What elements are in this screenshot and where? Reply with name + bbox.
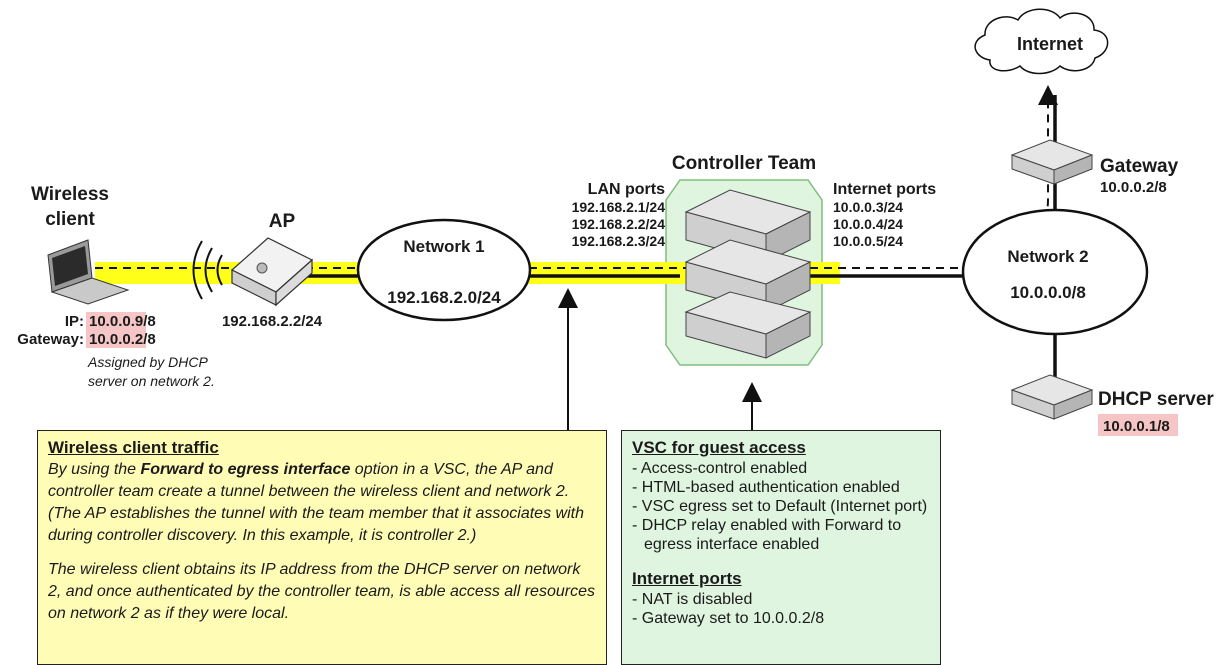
network1-ellipse <box>356 218 532 322</box>
client-gateway-label: Gateway: <box>17 331 84 348</box>
client-gateway-value: 10.0.0.2/8 <box>89 331 156 348</box>
network2-name: Network 2 <box>1007 247 1088 266</box>
internet-port-address: 10.0.0.3/24 <box>833 199 903 215</box>
list-item: - VSC egress set to Default (Internet po… <box>632 498 928 515</box>
internet-label: Internet <box>1017 34 1083 54</box>
internet-ports-title: Internet ports <box>833 181 936 198</box>
client-ip-highlight <box>86 312 146 330</box>
ap-address: 192.168.2.2/24 <box>222 313 323 330</box>
network2-subnet: 10.0.0.0/8 <box>1010 283 1086 302</box>
gateway-router-icon <box>1010 139 1094 185</box>
lan-port-address: 192.168.2.2/24 <box>572 216 666 232</box>
client-gateway-highlight <box>86 330 146 348</box>
lan-ports-title: LAN ports <box>588 181 665 198</box>
client-ip-label: IP: <box>65 313 84 330</box>
lan-port-address: 192.168.2.1/24 <box>572 199 666 215</box>
dhcp-server-title: DHCP server <box>1098 389 1214 410</box>
wireless-client-traffic-box: Wireless client traffic By using the For… <box>37 430 607 665</box>
ap-title: AP <box>269 211 296 232</box>
dhcp-address-highlight <box>1098 414 1178 436</box>
wireless-waves-icon <box>192 240 223 300</box>
traffic-box-paragraph-1: By using the Forward to egress interface… <box>48 459 596 547</box>
internet-port-address: 10.0.0.5/24 <box>833 233 903 249</box>
client-ip-value: 10.0.0.9/8 <box>89 313 156 330</box>
list-item: - DHCP relay enabled with Forward to egr… <box>632 517 902 553</box>
laptop-icon <box>47 239 130 305</box>
list-item: - HTML-based authentication enabled <box>632 479 900 496</box>
traffic-p1-start: By using the <box>48 461 141 478</box>
internet-cloud <box>974 8 1109 75</box>
vsc-guest-access-box: VSC for guest access - Access-control en… <box>621 430 941 665</box>
gateway-address: 10.0.0.2/8 <box>1100 179 1167 196</box>
internet-ports-heading: Internet ports <box>632 569 742 588</box>
traffic-p1-bold: Forward to egress interface <box>140 461 351 478</box>
client-note-2: server on network 2. <box>88 373 215 389</box>
lan-port-address: 192.168.2.3/24 <box>572 233 666 249</box>
traffic-box-heading: Wireless client traffic <box>48 438 219 457</box>
vsc-box-heading: VSC for guest access <box>632 438 806 457</box>
vsc-settings-list: - Access-control enabled - HTML-based au… <box>632 459 930 554</box>
dhcp-server-address: 10.0.0.1/8 <box>1103 418 1170 435</box>
network1-subnet: 192.168.2.0/24 <box>387 288 501 307</box>
list-item: - NAT is disabled <box>632 591 753 608</box>
client-note-1: Assigned by DHCP <box>87 354 208 370</box>
access-point-icon <box>230 237 314 307</box>
list-item: - Access-control enabled <box>632 460 808 477</box>
dhcp-server-icon <box>1010 374 1094 420</box>
controller-team-title: Controller Team <box>672 153 816 174</box>
traffic-p1-end: option in a VSC, the AP and controller t… <box>48 461 584 544</box>
controller-3-icon <box>684 291 812 359</box>
internet-ports-settings-list: - NAT is disabled - Gateway set to 10.0.… <box>632 590 930 628</box>
wireless-client-title-1: Wireless <box>31 184 109 205</box>
gateway-title: Gateway <box>1100 156 1179 177</box>
wireless-client-title-2: client <box>45 209 95 230</box>
internet-port-address: 10.0.0.4/24 <box>833 216 903 232</box>
traffic-box-paragraph-2: The wireless client obtains its IP addre… <box>48 561 595 622</box>
network2-ellipse <box>961 208 1149 336</box>
list-item: - Gateway set to 10.0.0.2/8 <box>632 610 825 627</box>
network1-name: Network 1 <box>403 237 484 256</box>
